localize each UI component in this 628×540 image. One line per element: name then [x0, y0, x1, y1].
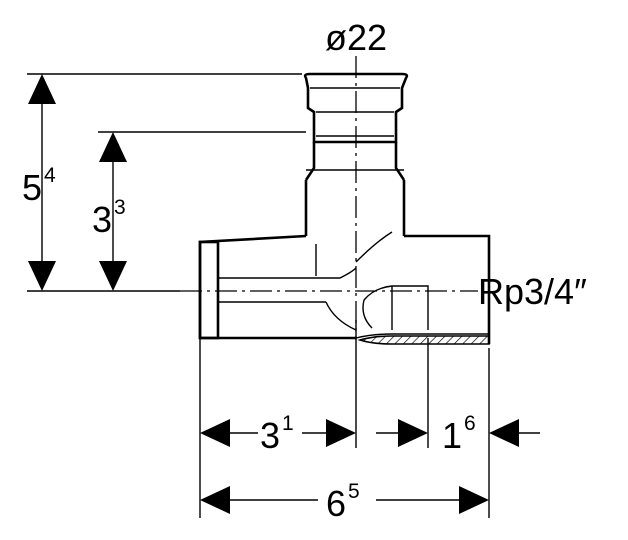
dim-height-branch-main: 3: [92, 199, 112, 240]
extension-lines: [27, 73, 490, 518]
horizontal-dimension-65: [200, 486, 489, 514]
vertical-dimension-54: [28, 74, 56, 291]
dim-len-left-sup: 1: [282, 412, 294, 435]
thread-hatch: [357, 335, 490, 345]
horizontal-dimension-31: [200, 419, 356, 447]
tee-fitting: [198, 72, 491, 345]
dim-len-right-sup: 6: [464, 412, 476, 435]
dim-len-left-main: 3: [260, 415, 280, 456]
left-socket: [198, 240, 220, 340]
dim-len-total-main: 6: [326, 483, 346, 524]
horizontal-dimension-16: [376, 419, 540, 447]
dim-len-total-sup: 5: [348, 480, 360, 503]
dim-height-total-main: 5: [22, 167, 42, 208]
thread-label: Rp3/4″: [478, 271, 587, 312]
center-axes: [180, 56, 478, 340]
dim-height-branch-sup: 3: [114, 196, 126, 219]
dim-len-right-main: 1: [442, 415, 462, 456]
dim-height-total-sup: 4: [44, 164, 56, 187]
diameter-label: ø22: [325, 17, 387, 58]
vertical-dimension-33: [99, 132, 127, 291]
